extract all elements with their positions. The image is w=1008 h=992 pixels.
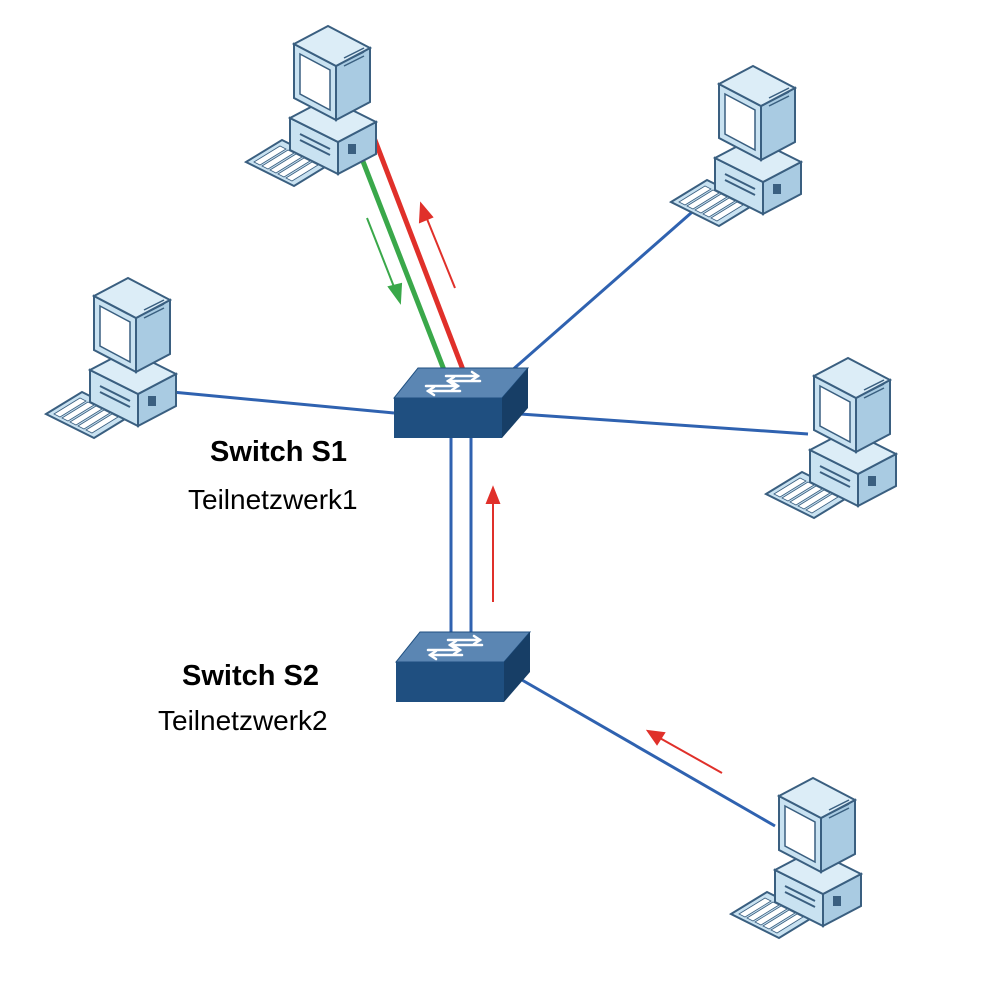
green-arrow-down xyxy=(366,217,403,305)
computer-bottom-right-icon xyxy=(730,777,862,939)
red-arrow-up-top xyxy=(418,201,456,289)
switch-s1-title: Switch S1 xyxy=(210,436,347,468)
link-s1-left-pc xyxy=(171,390,395,415)
link-s2-bottom-right-pc xyxy=(521,678,776,828)
switch-s1-subnet: Teilnetzwerk1 xyxy=(188,484,358,515)
computer-right-icon xyxy=(765,357,897,519)
switch-s1-icon xyxy=(392,366,530,440)
path-green-line xyxy=(347,127,449,376)
computer-top-left-icon xyxy=(245,25,377,187)
path-red-line xyxy=(365,121,468,376)
computer-left-icon xyxy=(45,277,177,439)
computer-top-right-icon xyxy=(670,65,802,227)
red-arrow-up-middle xyxy=(485,485,501,602)
red-arrow-bottom xyxy=(645,729,723,774)
switch-s2-subnet: Teilnetzwerk2 xyxy=(158,705,328,736)
switch-s2-title: Switch S2 xyxy=(182,660,319,692)
link-s1-right-pc xyxy=(519,412,809,436)
switch-s2-icon xyxy=(394,630,532,704)
